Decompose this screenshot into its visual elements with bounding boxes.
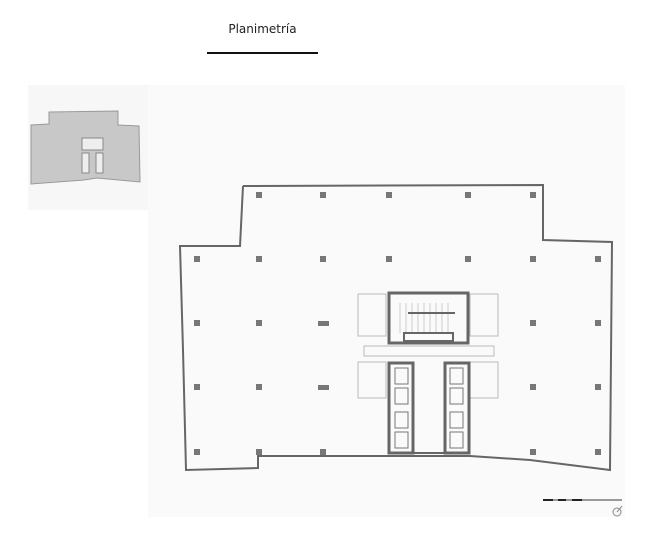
north-arrow-icon — [612, 505, 623, 517]
floor-plan-thumbnail[interactable] — [30, 110, 141, 185]
floor-plan-main — [178, 183, 614, 472]
structural-columns — [194, 192, 601, 455]
title-underline — [207, 52, 318, 54]
section-title: Planimetría — [228, 22, 297, 36]
building-core — [357, 291, 499, 455]
